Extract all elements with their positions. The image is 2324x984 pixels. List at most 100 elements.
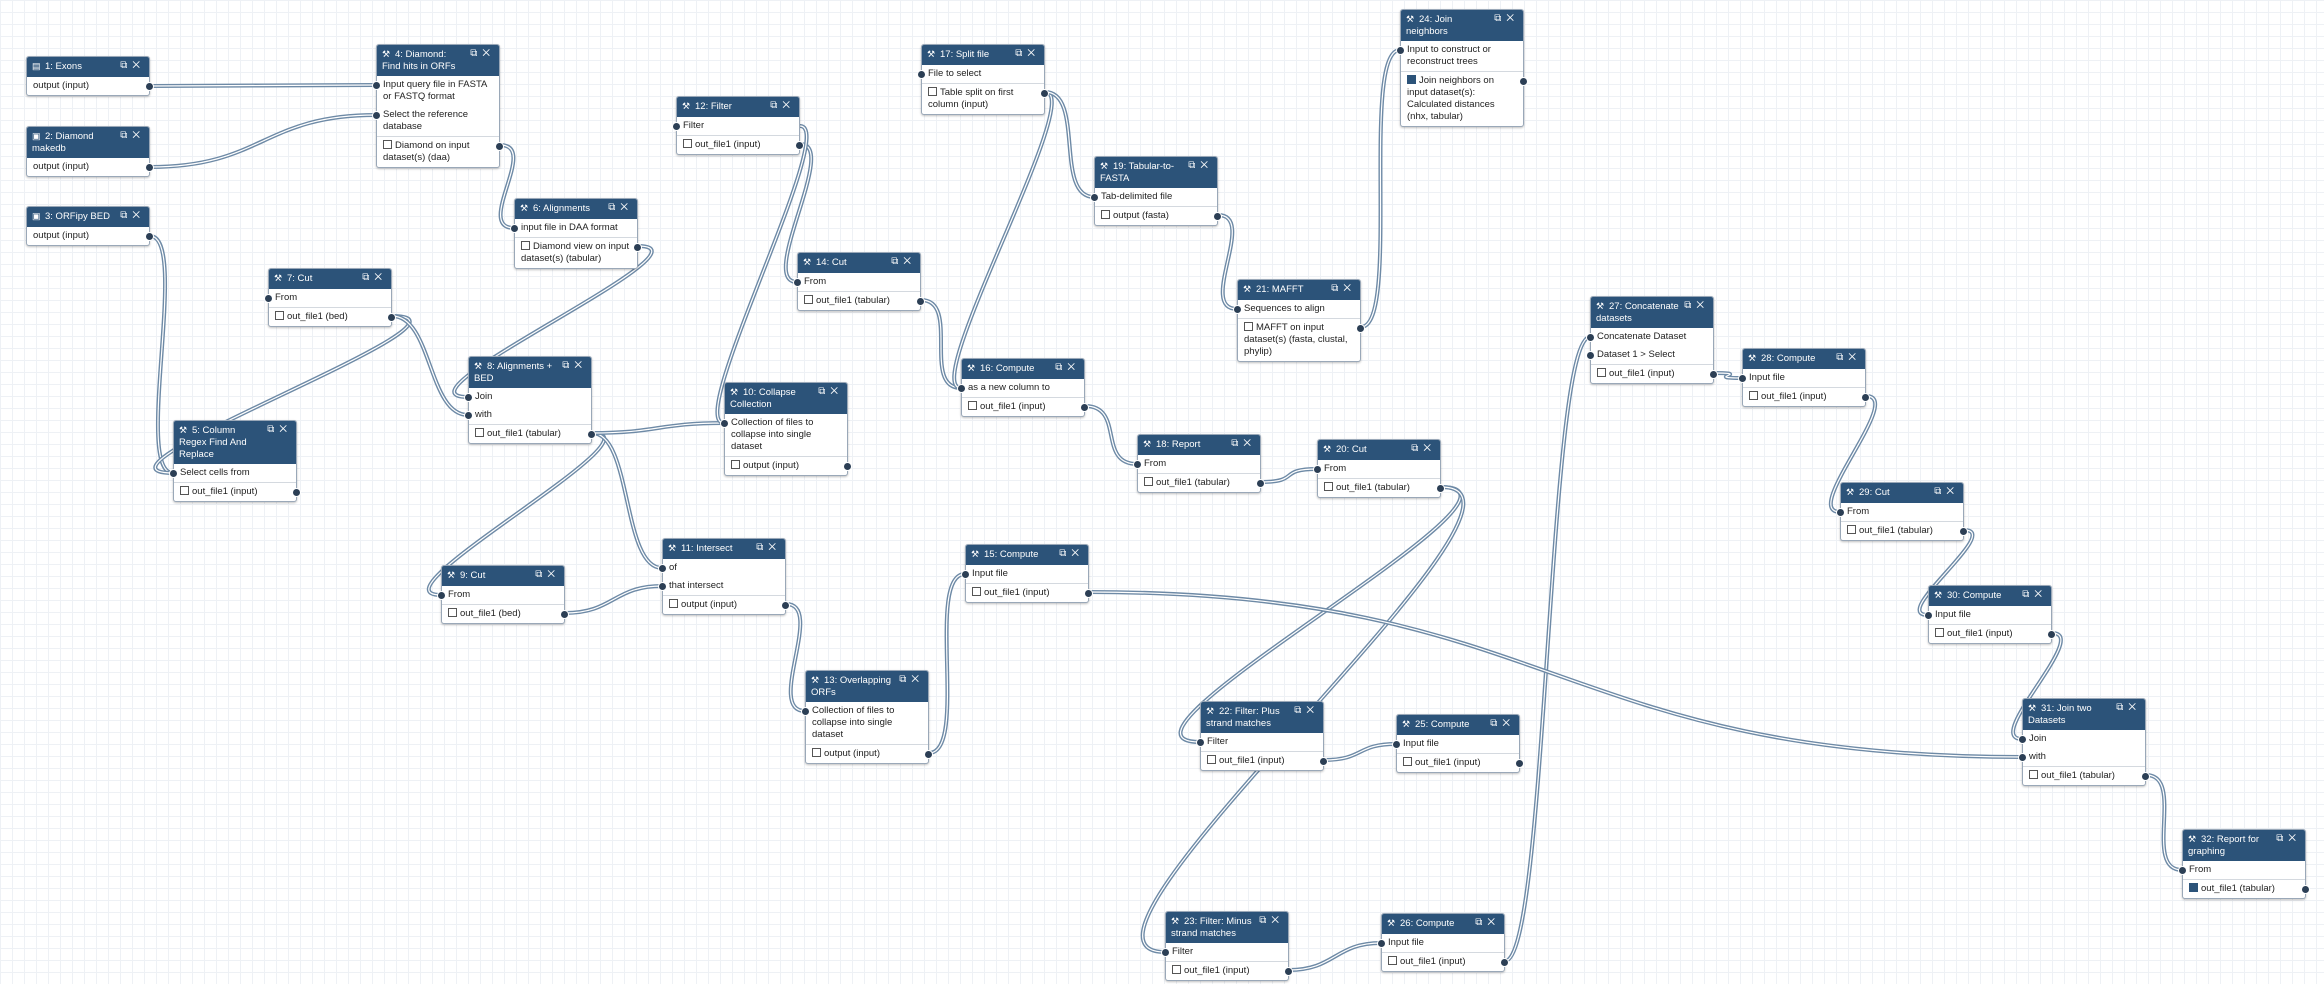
output-checkbox[interactable]	[1324, 482, 1333, 491]
node-title[interactable]: ⚒12: Filter⧉✕	[677, 97, 799, 117]
close-icon[interactable]: ✕	[1027, 48, 1040, 59]
output-terminal[interactable]	[1959, 527, 1968, 536]
copy-icon[interactable]: ⧉	[1231, 438, 1244, 449]
output-terminal[interactable]	[1519, 77, 1528, 86]
output-terminal[interactable]	[145, 232, 154, 241]
node-title[interactable]: ⚒18: Report⧉✕	[1138, 435, 1260, 455]
input-terminal[interactable]	[1924, 611, 1933, 620]
input-terminal[interactable]	[961, 570, 970, 579]
node-title[interactable]: ⚒6: Alignments⧉✕	[515, 199, 637, 219]
workflow-node-23[interactable]: ⚒23: Filter: Minus strand matches⧉✕Filte…	[1161, 911, 1293, 981]
workflow-node-22[interactable]: ⚒22: Filter: Plus strand matches⧉✕Filter…	[1196, 701, 1328, 771]
node-title[interactable]: ⚒20: Cut⧉✕	[1318, 440, 1440, 460]
workflow-node-1[interactable]: ▤1: Exons⧉✕output (input)	[26, 56, 154, 96]
close-icon[interactable]: ✕	[1848, 352, 1861, 363]
copy-icon[interactable]: ⧉	[120, 60, 133, 71]
close-icon[interactable]: ✕	[768, 542, 781, 553]
output-terminal[interactable]	[145, 163, 154, 172]
close-icon[interactable]: ✕	[1071, 548, 1084, 559]
close-icon[interactable]: ✕	[1306, 705, 1319, 716]
output-terminal[interactable]	[2301, 885, 2310, 894]
output-checkbox[interactable]	[521, 241, 530, 250]
node-title[interactable]: ▣2: Diamond makedb⧉✕	[27, 127, 149, 158]
close-icon[interactable]: ✕	[1423, 443, 1436, 454]
node-title[interactable]: ⚒15: Compute⧉✕	[966, 545, 1088, 565]
node-title[interactable]: ⚒16: Compute⧉✕	[962, 359, 1084, 379]
input-terminal[interactable]	[169, 469, 178, 478]
input-terminal[interactable]	[1090, 193, 1099, 202]
output-terminal[interactable]	[1080, 403, 1089, 412]
output-terminal[interactable]	[1356, 324, 1365, 333]
node-title[interactable]: ⚒31: Join two Datasets⧉✕	[2023, 699, 2145, 730]
node-title[interactable]: ⚒8: Alignments + BED⧉✕	[469, 357, 591, 388]
node-title[interactable]: ▤1: Exons⧉✕	[27, 57, 149, 77]
close-icon[interactable]: ✕	[132, 60, 145, 71]
copy-icon[interactable]: ⧉	[1836, 352, 1849, 363]
input-terminal[interactable]	[437, 591, 446, 600]
node-title[interactable]: ⚒24: Join neighbors⧉✕	[1401, 10, 1523, 41]
node-title[interactable]: ⚒23: Filter: Minus strand matches⧉✕	[1166, 912, 1288, 943]
copy-icon[interactable]: ⧉	[2276, 833, 2289, 844]
input-terminal[interactable]	[1396, 46, 1405, 55]
output-terminal[interactable]	[560, 610, 569, 619]
output-terminal[interactable]	[633, 243, 642, 252]
output-checkbox[interactable]	[448, 608, 457, 617]
workflow-node-19[interactable]: ⚒19: Tabular-to-FASTA⧉✕Tab-delimited fil…	[1090, 156, 1222, 226]
input-terminal[interactable]	[1836, 508, 1845, 517]
close-icon[interactable]: ✕	[1487, 917, 1500, 928]
output-checkbox[interactable]	[1144, 477, 1153, 486]
output-checkbox[interactable]	[928, 87, 937, 96]
copy-icon[interactable]: ⧉	[1259, 915, 1272, 926]
close-icon[interactable]: ✕	[482, 48, 495, 59]
input-terminal[interactable]	[1392, 740, 1401, 749]
close-icon[interactable]: ✕	[1067, 362, 1080, 373]
output-checkbox[interactable]	[1407, 75, 1416, 84]
output-checkbox[interactable]	[2189, 883, 2198, 892]
copy-icon[interactable]: ⧉	[120, 210, 133, 221]
copy-icon[interactable]: ⧉	[756, 542, 769, 553]
close-icon[interactable]: ✕	[1271, 915, 1284, 926]
output-checkbox[interactable]	[275, 311, 284, 320]
output-checkbox[interactable]	[1172, 965, 1181, 974]
close-icon[interactable]: ✕	[1946, 486, 1959, 497]
output-checkbox[interactable]	[683, 139, 692, 148]
close-icon[interactable]: ✕	[1343, 283, 1356, 294]
copy-icon[interactable]: ⧉	[1294, 705, 1307, 716]
copy-icon[interactable]: ⧉	[1059, 548, 1072, 559]
node-title[interactable]: ⚒22: Filter: Plus strand matches⧉✕	[1201, 702, 1323, 733]
copy-icon[interactable]: ⧉	[891, 256, 904, 267]
input-terminal[interactable]	[372, 111, 381, 120]
workflow-node-24[interactable]: ⚒24: Join neighbors⧉✕Input to construct …	[1396, 9, 1528, 127]
output-terminal[interactable]	[1084, 589, 1093, 598]
input-terminal[interactable]	[658, 582, 667, 591]
close-icon[interactable]: ✕	[1243, 438, 1256, 449]
output-terminal[interactable]	[781, 601, 790, 610]
input-terminal[interactable]	[2018, 753, 2027, 762]
input-terminal[interactable]	[1133, 460, 1142, 469]
copy-icon[interactable]: ⧉	[2116, 702, 2129, 713]
output-terminal[interactable]	[1213, 212, 1222, 221]
close-icon[interactable]: ✕	[782, 100, 795, 111]
output-terminal[interactable]	[1500, 958, 1509, 967]
output-checkbox[interactable]	[475, 428, 484, 437]
output-checkbox[interactable]	[383, 140, 392, 149]
input-terminal[interactable]	[1313, 465, 1322, 474]
copy-icon[interactable]: ⧉	[470, 48, 483, 59]
output-checkbox[interactable]	[1101, 210, 1110, 219]
copy-icon[interactable]: ⧉	[1475, 917, 1488, 928]
close-icon[interactable]: ✕	[1696, 300, 1709, 311]
node-title[interactable]: ⚒7: Cut⧉✕	[269, 269, 391, 289]
node-title[interactable]: ⚒27: Concatenate datasets⧉✕	[1591, 297, 1713, 328]
close-icon[interactable]: ✕	[132, 210, 145, 221]
copy-icon[interactable]: ⧉	[899, 674, 912, 685]
output-terminal[interactable]	[292, 488, 301, 497]
output-checkbox[interactable]	[972, 587, 981, 596]
output-checkbox[interactable]	[1207, 755, 1216, 764]
